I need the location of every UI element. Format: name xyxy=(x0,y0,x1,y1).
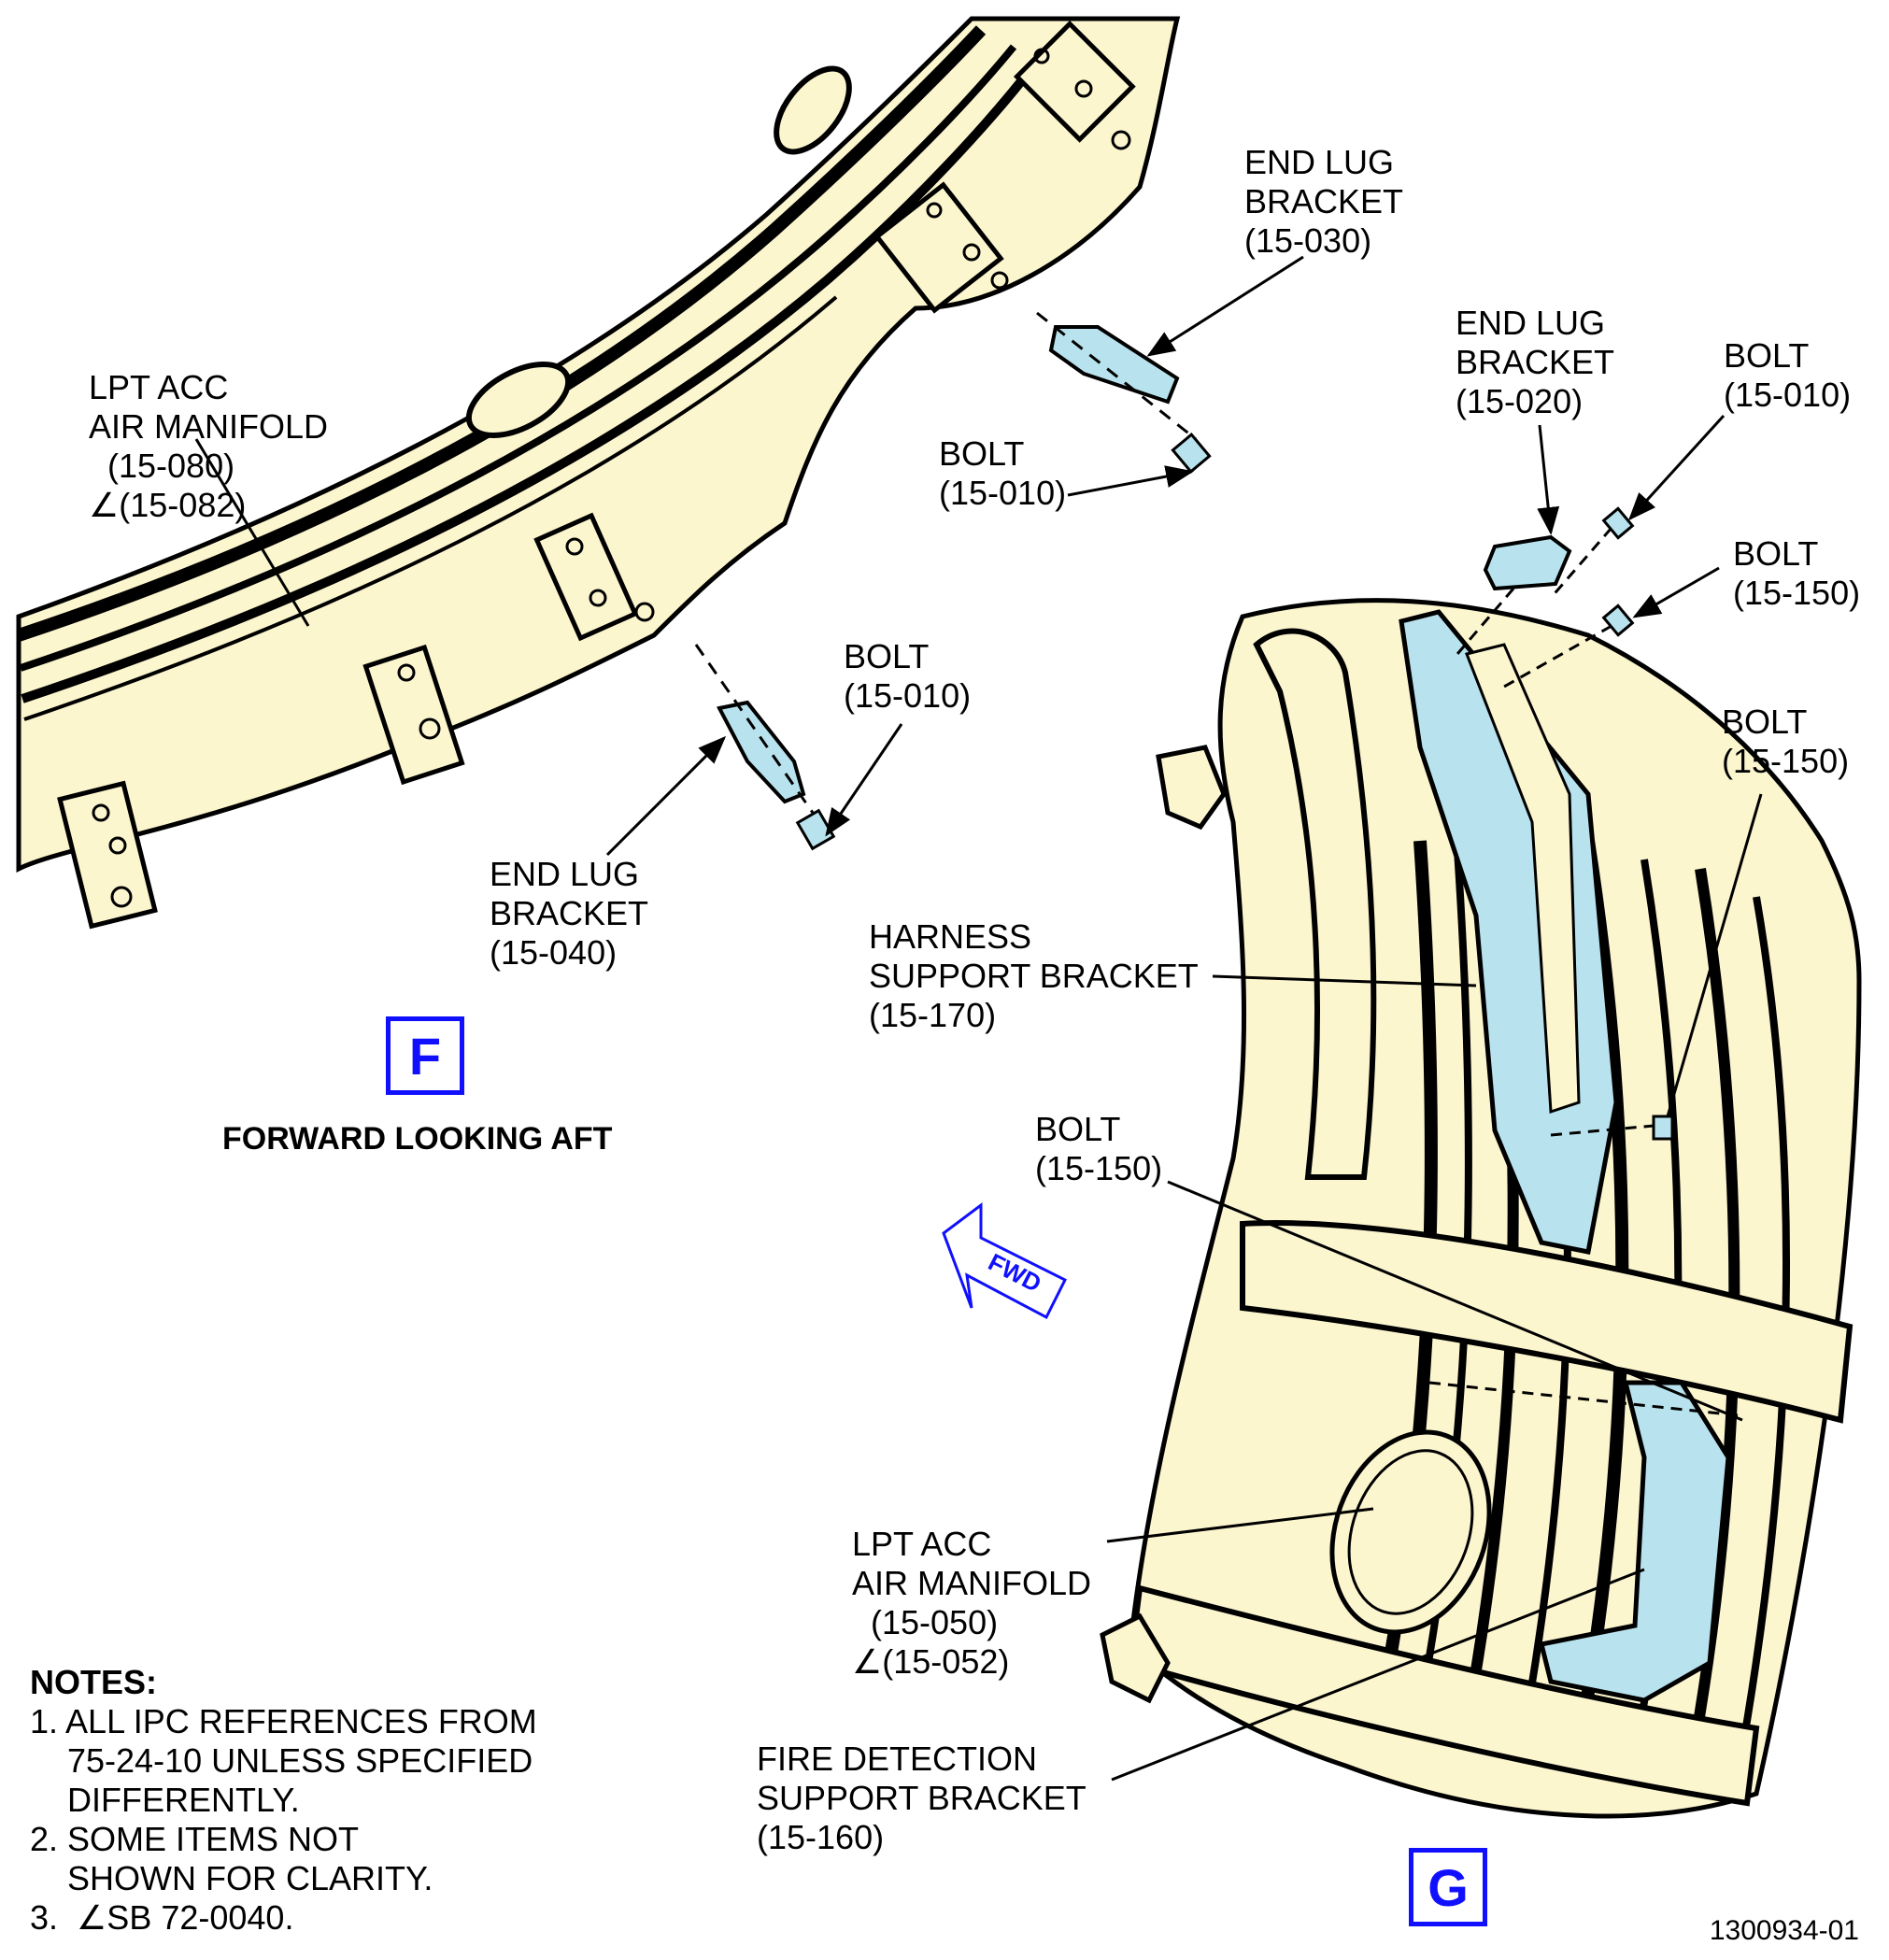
label-bolt-top-010: BOLT(15-010) xyxy=(939,434,1067,512)
fire-detection-bracket-shape xyxy=(1538,1380,1731,1703)
note-line: 2. SOME ITEMS NOT xyxy=(30,1820,360,1858)
bolt-top-shape xyxy=(1171,433,1212,474)
end-lug-bracket-030-shape xyxy=(1048,325,1180,405)
figure-id: 1300934-01 xyxy=(1709,1915,1859,1946)
end-lug-bracket-040-shape xyxy=(716,700,806,804)
leader-lines xyxy=(194,255,1763,1782)
manifold-g-duct xyxy=(1253,628,1377,1180)
note-line: 75-24-10 UNLESS SPECIFIED xyxy=(30,1741,533,1780)
label-bolt-150c: BOLT(15-150) xyxy=(1035,1110,1163,1187)
manifold-f-boss-1 xyxy=(465,362,572,438)
manifold-f-lug-3 xyxy=(533,512,639,642)
view-f-box: F xyxy=(386,1016,464,1095)
note-line: 3. ∠SB 72-0040. xyxy=(30,1898,294,1937)
note-line: 1. ALL IPC REFERENCES FROM xyxy=(30,1702,537,1740)
notes-block: NOTES: 1. ALL IPC REFERENCES FROM 75-24-… xyxy=(30,1663,537,1938)
fwd-arrow: FWD xyxy=(942,1202,1068,1320)
manifold-f-drawing xyxy=(16,16,1212,930)
manifold-f-lug-2 xyxy=(362,644,465,786)
manifold-g-drawing xyxy=(1100,506,1862,1819)
manifold-f-lug-4 xyxy=(873,181,1004,314)
manifold-f-band-1 xyxy=(16,25,987,642)
manifold-g-crossband xyxy=(1240,1220,1853,1424)
manifold-f-band-2 xyxy=(19,44,1017,672)
note-line: SHOWN FOR CLARITY. xyxy=(30,1859,433,1897)
manifold-f-band-4 xyxy=(23,295,838,721)
label-bolt-mid-010: BOLT(15-010) xyxy=(844,637,972,715)
manifold-f-lug-1 xyxy=(57,780,158,930)
label-bolt-right-150a: BOLT(15-150) xyxy=(1733,534,1861,612)
label-bolt-right-010: BOLT(15-010) xyxy=(1724,336,1852,414)
bolt-mid-shape xyxy=(795,808,836,851)
note-line: DIFFERENTLY. xyxy=(30,1781,300,1819)
end-lug-bracket-020-shape xyxy=(1483,534,1572,591)
manifold-f-band-3 xyxy=(21,64,1036,703)
manifold-f-boss-2 xyxy=(774,65,852,155)
view-f-caption: FORWARD LOOKING AFT xyxy=(222,1121,613,1157)
notes-heading: NOTES: xyxy=(30,1663,158,1701)
view-g-box: G xyxy=(1409,1848,1487,1926)
label-bolt-right-150b: BOLT(15-150) xyxy=(1722,703,1850,780)
